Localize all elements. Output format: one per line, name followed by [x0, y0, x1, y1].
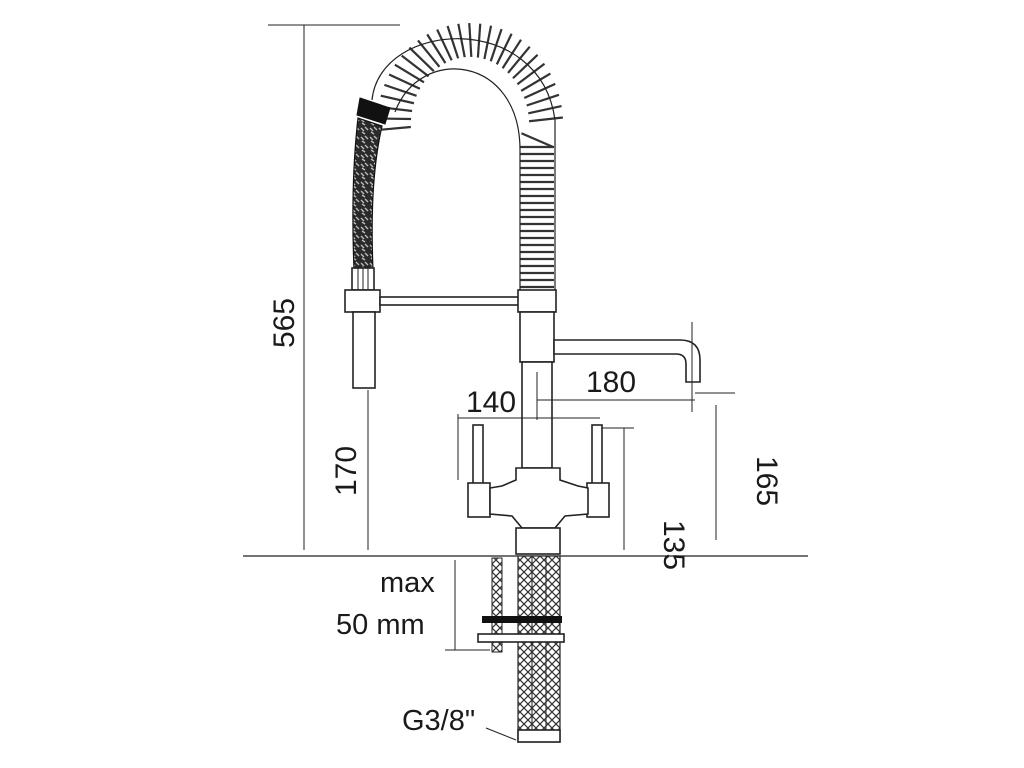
label-135: 135 [657, 520, 690, 570]
dimension-170: 170 [330, 390, 369, 550]
label-50mm: 50 mm [336, 609, 425, 641]
coil-ring [520, 132, 554, 148]
coil-ring [436, 29, 453, 61]
coil-ring [526, 93, 560, 107]
coil-ring [384, 83, 417, 97]
coil-ring [523, 82, 556, 99]
coil-ring [520, 72, 551, 92]
coil-ring [468, 22, 473, 58]
dimension-140: 140 [457, 372, 600, 480]
coil-ring [388, 73, 421, 90]
dimension-135: 135 [602, 427, 690, 570]
coil-ring [507, 46, 531, 74]
dimension-180: 180 [537, 322, 695, 412]
coil-ring [501, 39, 522, 69]
coil-ring [516, 62, 546, 86]
coil-ring [457, 23, 466, 58]
mounting-nut [482, 616, 562, 623]
faucet-body [467, 289, 701, 555]
thread-callout: G3/8" [402, 705, 517, 741]
dimension-565: 565 [268, 24, 400, 550]
spray-head [344, 267, 523, 389]
coil-ring [512, 53, 539, 80]
label-170: 170 [330, 446, 363, 496]
label-140: 140 [466, 386, 516, 419]
spring-outline [371, 38, 556, 290]
spring-coil [376, 22, 564, 289]
label-565: 565 [268, 298, 301, 348]
coil-ring [380, 94, 415, 105]
label-180: 180 [586, 366, 636, 399]
label-165: 165 [750, 456, 783, 506]
dimension-max-50mm: max 50 mm [336, 560, 490, 651]
spray-hose [352, 97, 391, 271]
under-deck-assembly [477, 555, 565, 743]
coil-ring [446, 25, 460, 59]
coil-ring [528, 104, 562, 115]
coil-ring [426, 33, 447, 64]
coil-ring [400, 54, 430, 78]
coil-ring [408, 46, 435, 72]
label-thread: G3/8" [402, 705, 475, 737]
coil-ring [376, 125, 411, 132]
dimension-165: 165 [695, 392, 783, 540]
label-max: max [380, 567, 435, 599]
coil-ring [528, 116, 564, 123]
